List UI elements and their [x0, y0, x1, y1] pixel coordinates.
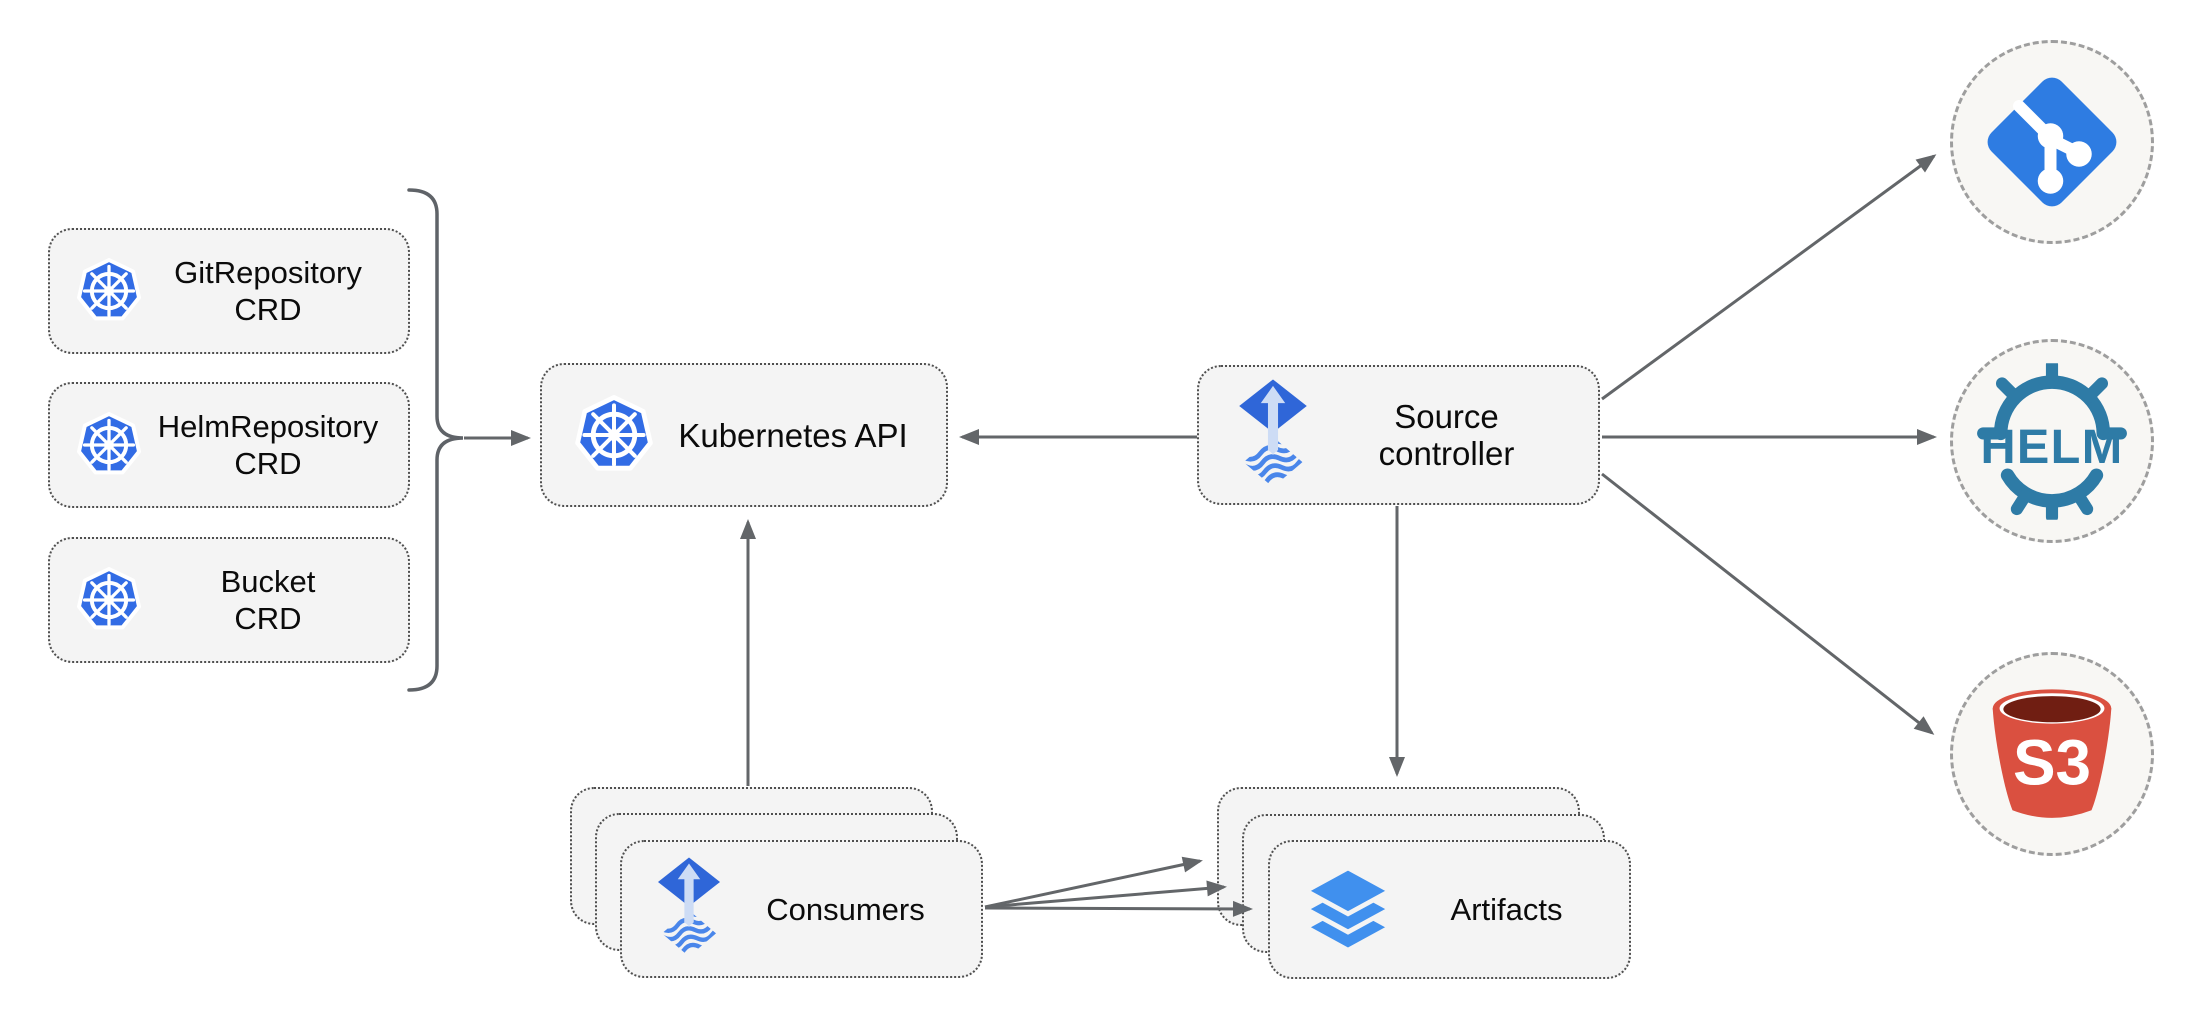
kubernetes-icon — [76, 567, 142, 633]
label-line1: HelmRepository — [157, 409, 379, 444]
crd-group-brace — [407, 188, 464, 692]
node-gitrepository-crd: GitRepository CRD — [48, 228, 410, 354]
node-label: Bucket CRD — [142, 563, 408, 637]
node-consumers: Consumers — [620, 840, 983, 978]
node-artifacts: Artifacts — [1268, 840, 1631, 979]
node-label: Source controller — [1309, 398, 1598, 472]
helm-label: HELM — [1980, 420, 2123, 474]
node-helm: HELM — [1950, 339, 2154, 543]
label-line2: controller — [1378, 435, 1515, 472]
label-line1: GitRepository — [174, 255, 362, 290]
s3-label: S3 — [2013, 726, 2091, 798]
node-bucket-crd: Bucket CRD — [48, 537, 410, 663]
node-git — [1950, 40, 2154, 244]
label-line1: Source — [1394, 398, 1499, 435]
label-line2: CRD — [234, 292, 302, 327]
flux-icon — [656, 856, 722, 962]
arrow-consumers-to-artifacts-2 — [984, 880, 1227, 909]
arrow-consumers-to-artifacts-1 — [984, 856, 1203, 909]
arrow-consumers-to-artifacts-3 — [984, 900, 1253, 917]
layers-icon — [1300, 866, 1396, 954]
node-label: Kubernetes API — [678, 416, 908, 454]
helm-icon: HELM — [1971, 363, 2133, 520]
kubernetes-icon — [76, 258, 142, 324]
node-label: HelmRepository CRD — [142, 408, 408, 482]
git-icon — [1977, 67, 2127, 217]
s3-bucket-icon: S3 — [1976, 678, 2128, 830]
node-source-controller: Source controller — [1197, 365, 1600, 505]
node-label: Artifacts — [1450, 892, 1563, 927]
arrow-sourcecontroller-to-git — [1601, 154, 1937, 401]
node-label: Consumers — [766, 891, 925, 927]
flux-icon — [1237, 378, 1309, 493]
arrow-sourcecontroller-to-s3 — [1601, 472, 1935, 735]
label-line2: CRD — [234, 446, 302, 481]
node-kubernetes-api: Kubernetes API — [540, 363, 948, 507]
node-helmrepository-crd: HelmRepository CRD — [48, 382, 410, 508]
kubernetes-icon — [76, 412, 142, 478]
label-line2: CRD — [234, 601, 302, 636]
kubernetes-icon — [574, 395, 654, 475]
label-line1: Bucket — [220, 564, 316, 599]
node-s3: S3 — [1950, 652, 2154, 856]
node-label: GitRepository CRD — [142, 254, 408, 328]
